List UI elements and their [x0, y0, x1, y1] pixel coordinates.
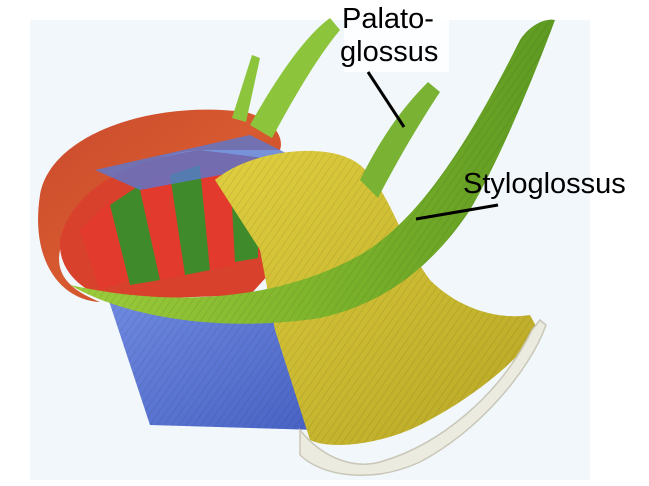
palatoglossus-label-line1: Palato-	[342, 4, 434, 35]
styloglossus-label: Styloglossus	[463, 169, 626, 200]
palatoglossus-label-line2: glossus	[340, 37, 438, 68]
